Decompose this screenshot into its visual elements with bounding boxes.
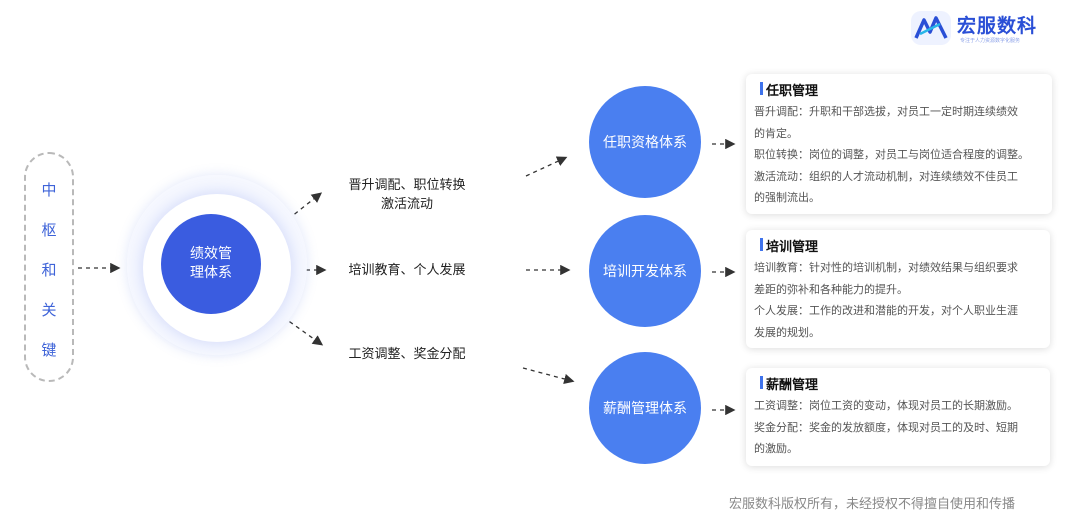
card-salary-title: 薪酬管理 [754, 374, 1042, 393]
branch-top-line2: 激活流动 [380, 197, 433, 212]
card-salary: 薪酬管理 工资调整：岗位工资的变动，体现对员工的长期激励。 奖金分配：奖金的发放… [746, 368, 1050, 466]
card-line: 奖金分配：奖金的发放额度，体现对员工的及时、短期 [754, 420, 1018, 434]
system-node-salary: 薪酬管理体系 [589, 352, 701, 464]
brand-name: 宏服数科 [957, 15, 1038, 37]
branch-top-line1: 晋升调配、职位转换 [348, 178, 466, 193]
brand-logo-icon [911, 11, 951, 45]
system-node-appointment: 任职资格体系 [589, 86, 701, 198]
hub-char: 键 [41, 341, 57, 359]
card-line: 的强制流出。 [754, 191, 820, 205]
hub-char: 中 [41, 181, 57, 199]
brand-slogan: 专注于人力资源数字化服务 [960, 38, 1021, 44]
card-line: 培训教育：针对性的培训机制，对绩效结果与组织要求 [754, 261, 1018, 274]
core-label-line1: 绩效管 [190, 246, 232, 262]
arrow-top-to-appointment [525, 156, 568, 177]
hub-char: 和 [41, 261, 57, 279]
core-node: 绩效管 理体系 [161, 214, 261, 314]
hub-pill: 中 枢 和 关 键 [24, 152, 74, 382]
branch-label-bottom: 工资调整、奖金分配 [348, 347, 466, 362]
branch-label-middle: 培训教育、个人发展 [348, 263, 466, 278]
branch-label-top: 晋升调配、职位转换 激活流动 [337, 176, 477, 214]
card-line: 差距的弥补和各种能力的提升。 [754, 282, 908, 296]
card-line: 发展的规划。 [754, 325, 820, 339]
card-training-title: 培训管理 [754, 236, 1042, 255]
card-appointment-title: 任职管理 [754, 80, 1044, 99]
arrow-bottom-to-salary [522, 367, 575, 385]
card-line: 工资调整：岗位工资的变动，体现对员工的长期激励。 [754, 399, 1018, 412]
copyright-footer: 宏服数科版权所有，未经授权不得擅自使用和传播 [729, 497, 1016, 512]
arrow-core-to-bottom [282, 316, 324, 346]
core-label-line2: 理体系 [190, 265, 232, 281]
system-node-training: 培训开发体系 [589, 215, 701, 327]
hub-char: 枢 [41, 221, 57, 239]
card-line: 晋升调配：升职和干部选拔，对员工一定时期连续绩效 [754, 105, 1018, 118]
hub-char: 关 [41, 301, 57, 319]
card-line: 的激励。 [754, 442, 798, 456]
card-line: 的肯定。 [754, 126, 798, 140]
card-line: 职位转换：岗位的调整，对员工与岗位适合程度的调整。 [754, 148, 1029, 162]
card-appointment: 任职管理 晋升调配：升职和干部选拔，对员工一定时期连续绩效 的肯定。 职位转换：… [746, 74, 1052, 214]
card-training: 培训管理 培训教育：针对性的培训机制，对绩效结果与组织要求 差距的弥补和各种能力… [746, 230, 1050, 348]
card-line: 个人发展：工作的改进和潜能的开发，对个人职业生涯 [754, 304, 1018, 318]
card-line: 激活流动：组织的人才流动机制，对连续绩效不佳员工 [754, 169, 1018, 183]
